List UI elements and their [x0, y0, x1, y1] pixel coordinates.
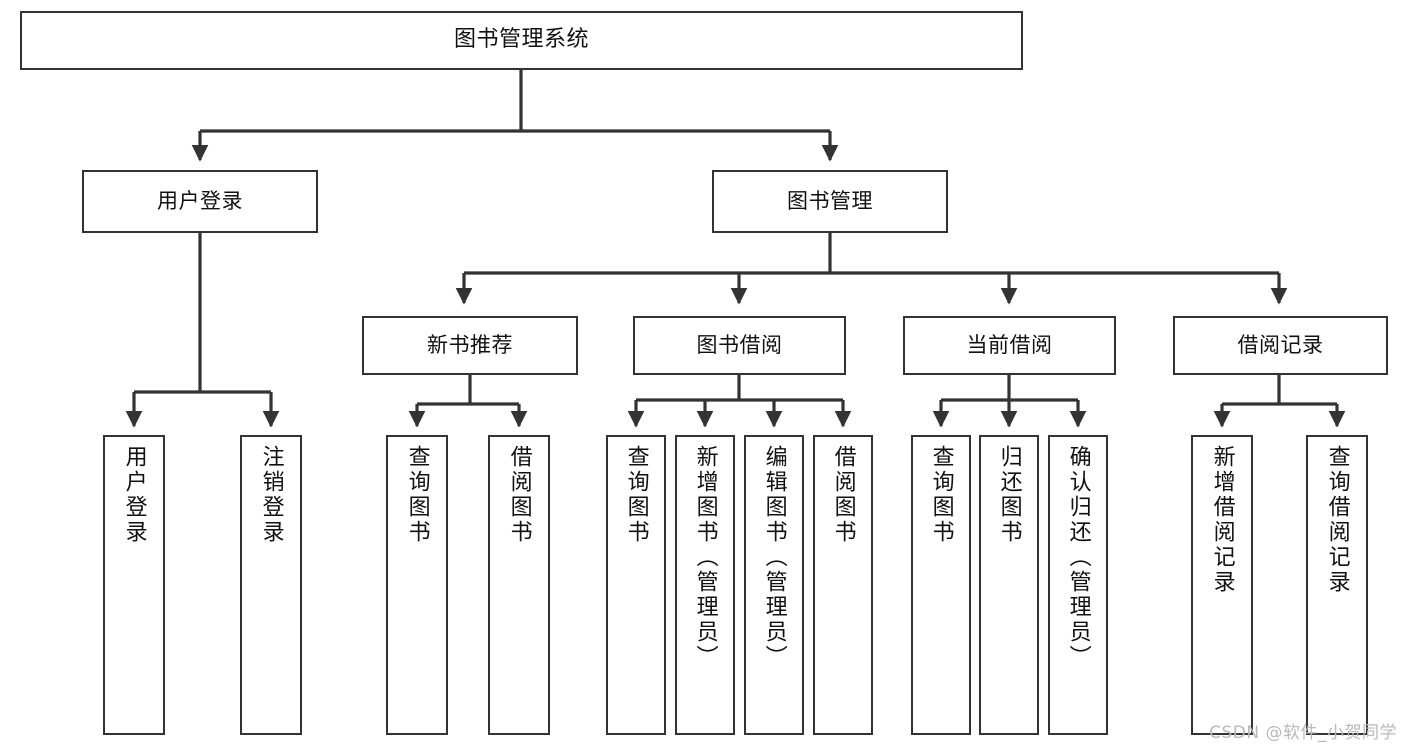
node-leaf-add-borrow-record-label: 新增借阅记录: [1209, 445, 1235, 595]
node-borrow-record-label: 借阅记录: [1237, 332, 1324, 357]
node-leaf-edit-book-admin-label: 编辑图书（管理员）: [761, 445, 787, 670]
node-user-login-label: 用户登录: [157, 188, 243, 213]
node-leaf-add-borrow-record[interactable]: 新增借阅记录: [1191, 435, 1253, 735]
node-book-borrow[interactable]: 图书借阅: [633, 316, 846, 375]
node-book-borrow-label: 图书借阅: [696, 332, 783, 357]
node-leaf-borrow-book-1[interactable]: 借阅图书: [488, 435, 550, 735]
node-leaf-query-borrow-record-label: 查询借阅记录: [1324, 445, 1350, 595]
node-leaf-add-book-admin-label: 新增图书（管理员）: [692, 445, 718, 670]
node-leaf-query-book-2[interactable]: 查询图书: [606, 435, 666, 735]
node-new-book-recommend[interactable]: 新书推荐: [362, 316, 578, 375]
node-leaf-logout-login[interactable]: 注销登录: [240, 435, 302, 735]
node-leaf-query-book-1-label: 查询图书: [404, 445, 430, 545]
node-root-label: 图书管理系统: [453, 27, 589, 53]
node-borrow-record[interactable]: 借阅记录: [1173, 316, 1388, 375]
node-leaf-return-book-label: 归还图书: [996, 445, 1022, 545]
node-leaf-query-book-3-label: 查询图书: [928, 445, 954, 545]
node-leaf-user-login-label: 用户登录: [121, 445, 147, 545]
node-leaf-user-login[interactable]: 用户登录: [103, 435, 165, 735]
node-leaf-logout-login-label: 注销登录: [258, 445, 284, 545]
node-leaf-confirm-return-admin[interactable]: 确认归还（管理员）: [1048, 435, 1108, 735]
node-leaf-confirm-return-admin-label: 确认归还（管理员）: [1065, 445, 1091, 670]
node-leaf-borrow-book-1-label: 借阅图书: [506, 445, 532, 545]
node-leaf-return-book[interactable]: 归还图书: [979, 435, 1039, 735]
node-new-book-recommend-label: 新书推荐: [427, 332, 513, 357]
node-leaf-edit-book-admin[interactable]: 编辑图书（管理员）: [744, 435, 804, 735]
node-leaf-borrow-book-2-label: 借阅图书: [830, 445, 856, 545]
node-leaf-query-book-2-label: 查询图书: [623, 445, 649, 545]
node-book-management[interactable]: 图书管理: [712, 170, 948, 233]
csdn-watermark: CSDN @软件_小贺同学: [1209, 723, 1397, 743]
node-current-borrow-label: 当前借阅: [966, 332, 1053, 357]
node-leaf-query-borrow-record[interactable]: 查询借阅记录: [1306, 435, 1368, 735]
node-current-borrow[interactable]: 当前借阅: [903, 316, 1116, 375]
node-leaf-query-book-1[interactable]: 查询图书: [386, 435, 448, 735]
node-leaf-query-book-3[interactable]: 查询图书: [911, 435, 971, 735]
node-user-login[interactable]: 用户登录: [82, 170, 318, 233]
node-leaf-borrow-book-2[interactable]: 借阅图书: [813, 435, 873, 735]
node-root-library-management-system[interactable]: 图书管理系统: [20, 11, 1023, 70]
node-leaf-add-book-admin[interactable]: 新增图书（管理员）: [675, 435, 735, 735]
node-book-management-label: 图书管理: [787, 188, 873, 213]
